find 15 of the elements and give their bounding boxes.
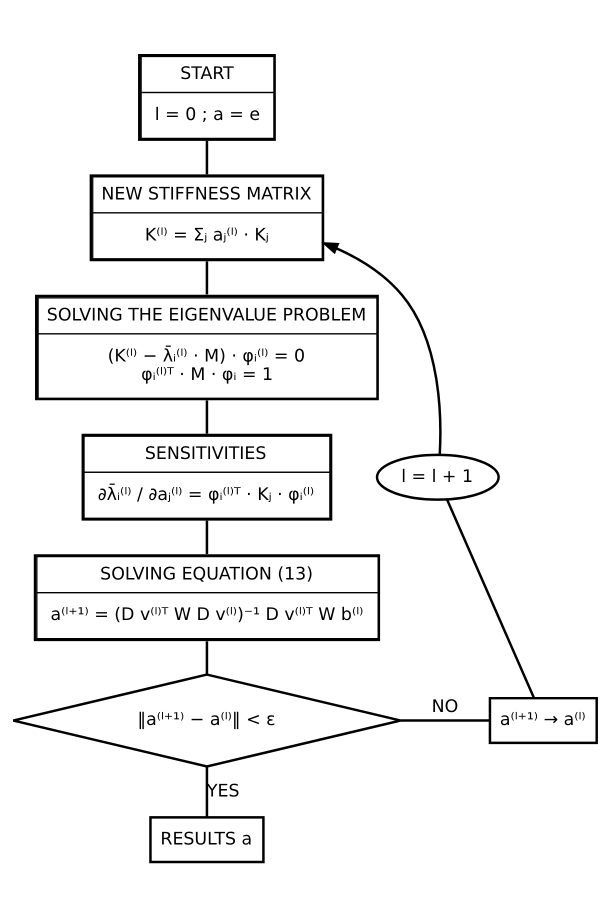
node-box: RESULTS a — [149, 816, 265, 863]
edge-label: YES — [206, 780, 240, 801]
connector — [206, 400, 208, 434]
connector — [400, 718, 490, 722]
edge-label: NO — [432, 696, 458, 717]
connector — [206, 140, 208, 174]
node-box: a⁽ˡ⁺¹⁾ → a⁽ˡ⁾ — [488, 696, 598, 744]
arrow — [321, 242, 442, 454]
connector — [446, 498, 536, 698]
connector — [206, 260, 208, 294]
node-ellipse: l = l + 1 — [376, 453, 500, 500]
connector — [206, 520, 208, 554]
connector — [206, 766, 208, 817]
connector — [206, 640, 208, 674]
node-diamond: ‖a⁽ˡ⁺¹⁾ − a⁽ˡ⁾‖ < ε — [12, 672, 402, 768]
